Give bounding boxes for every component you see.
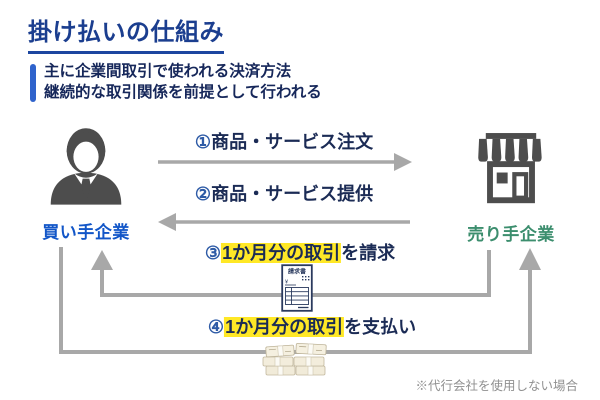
step-order-label: ①商品・サービス注文 [195,128,373,154]
buyer-actor: 買い手企業 [36,122,136,243]
seller-actor: 売り手企業 [458,128,564,245]
seller-label: 売り手企業 [467,225,555,244]
svg-text:¥: ¥ [285,280,289,286]
footnote: ※代行会社を使用しない場合 [415,379,578,393]
step-3-suffix: を請求 [341,243,396,263]
step-1-number: ① [194,132,212,152]
step-3-highlight: 1か月分の取引 [221,243,342,263]
buyer-label: 買い手企業 [42,223,130,242]
step-2-number: ② [194,184,212,204]
step-4-suffix: を支払い [344,317,417,337]
money-stack-icon [258,333,334,384]
description-line-2: 継続的な取引関係を前提として行われる [44,84,322,101]
businessman-icon [50,128,122,205]
storefront-icon [478,133,542,204]
svg-text:請求書: 請求書 [288,268,306,276]
step-provide-label: ②商品・サービス提供 [195,180,373,206]
description-line-1: 主に企業間取引で使われる決済方法 [44,63,292,80]
step-4-highlight: 1か月分の取引 [224,317,345,337]
step-invoice-label: ③1か月分の取引を請求 [205,239,395,265]
step-3-number: ③ [204,243,222,263]
arrow-order-right [158,153,412,171]
description-box: 主に企業間取引で使われる決済方法 継続的な取引関係を前提として行われる [30,61,322,103]
step-1-text: 商品・サービス注文 [211,132,374,152]
step-payment-label: ④1か月分の取引を支払い [208,313,416,339]
step-2-text: 商品・サービス提供 [211,184,374,204]
arrow-provide-left [158,213,410,231]
invoice-icon: 請求書 ¥ [281,264,313,317]
step-4-number: ④ [207,317,225,337]
page-title: 掛け払いの仕組み [28,12,224,54]
